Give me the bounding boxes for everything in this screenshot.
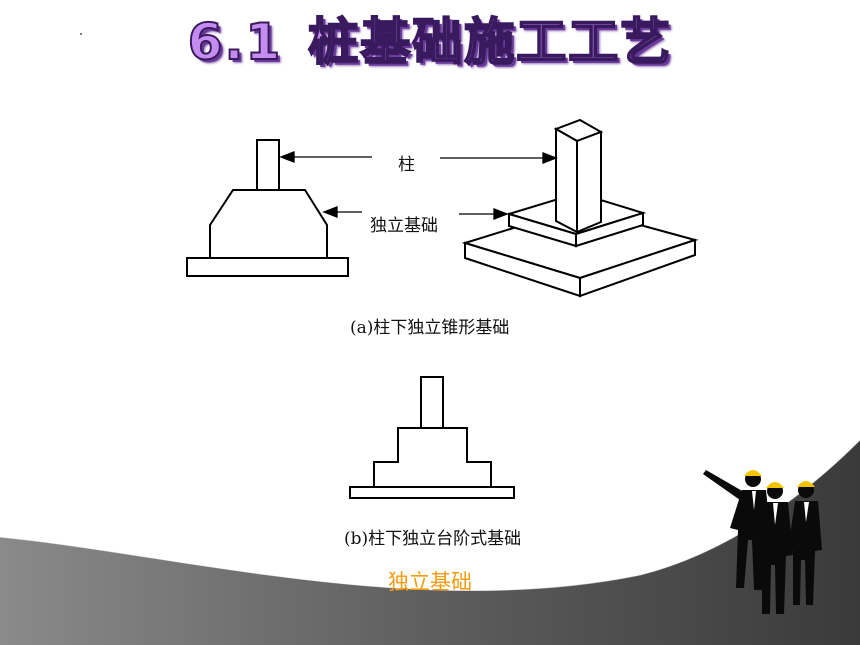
caption-main: 独立基础 xyxy=(388,570,472,594)
caption-a: (a)柱下独立锥形基础 xyxy=(350,318,510,338)
stepped-foundation xyxy=(349,376,515,499)
title-number: 6.1 xyxy=(187,12,283,72)
column-label: 柱 xyxy=(398,155,415,175)
step-column xyxy=(420,376,444,429)
page-title: 6.1 桩基础施工工艺 xyxy=(0,2,860,74)
iso-foundation xyxy=(461,118,699,298)
title-text: 桩基础施工工艺 xyxy=(307,12,673,72)
arrows xyxy=(279,151,558,220)
cone-body xyxy=(209,189,328,259)
cone-column xyxy=(256,139,280,191)
foundation-label: 独立基础 xyxy=(370,216,438,236)
step-body xyxy=(373,427,492,488)
stray-dot xyxy=(80,33,82,35)
caption-b: (b)柱下独立台阶式基础 xyxy=(344,529,522,549)
